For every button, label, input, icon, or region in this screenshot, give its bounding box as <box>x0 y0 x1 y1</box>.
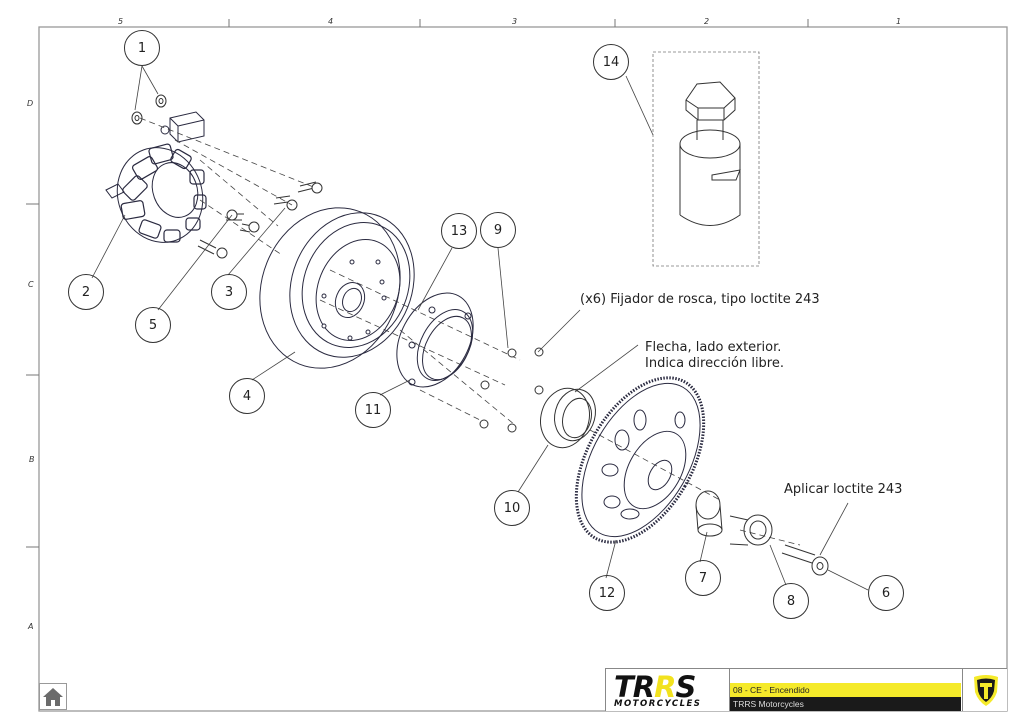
zone-col-5: 5 <box>118 17 124 26</box>
zone-row-c: C <box>28 280 34 289</box>
drawing-frame <box>38 26 1008 712</box>
stator-bolts <box>197 181 323 259</box>
trrs-logo: TRRS MOTORCYCLES <box>606 669 730 711</box>
assembly-lines <box>139 117 801 546</box>
note-arrow-line-1: Flecha, lado exterior. <box>645 340 782 355</box>
zone-col-2: 2 <box>704 17 710 26</box>
drawing-title: 08 - CE - Encendido <box>730 683 961 697</box>
callout-5: 5 <box>135 307 171 343</box>
puller-tool-part <box>679 81 741 226</box>
callout-11: 11 <box>355 392 391 428</box>
zone-row-a: A <box>28 622 34 631</box>
callout-8: 8 <box>773 583 809 619</box>
flywheel-part <box>259 207 415 369</box>
zone-col-3: 3 <box>512 17 518 26</box>
one-way-clutch-part <box>396 292 474 388</box>
callout-9: 9 <box>480 212 516 248</box>
zone-col-4: 4 <box>328 17 334 26</box>
callout-12: 12 <box>589 575 625 611</box>
tool-detail-box <box>652 51 760 267</box>
leader-lines <box>91 65 869 591</box>
drawing-company: TRRS Motorcycles <box>730 697 961 711</box>
stator-part <box>105 111 207 243</box>
callout-2: 2 <box>68 274 104 310</box>
spacer-part <box>729 514 773 546</box>
brand-mark: TRRS <box>614 670 696 704</box>
zone-col-1: 1 <box>896 17 902 26</box>
home-icon <box>43 687 63 706</box>
callout-7: 7 <box>685 560 721 596</box>
starter-bolt-part <box>781 544 829 576</box>
zone-row-b: B <box>29 455 35 464</box>
starter-gear-part <box>574 376 706 544</box>
shield-logo-icon <box>962 669 1008 711</box>
callout-4: 4 <box>229 378 265 414</box>
callout-14: 14 <box>593 44 629 80</box>
bearing-part <box>540 387 596 449</box>
note-thread-locker: (x6) Fijador de rosca, tipo loctite 243 <box>580 292 820 307</box>
callout-3: 3 <box>211 274 247 310</box>
clutch-screws <box>479 347 544 433</box>
zone-ticks <box>26 19 809 548</box>
note-arrow-line-2: Indica dirección libre. <box>645 356 785 371</box>
brand-subtitle: MOTORCYCLES <box>614 699 702 709</box>
title-block: TRRS MOTORCYCLES 08 - CE - Encendido TRR… <box>605 668 1007 711</box>
callout-10: 10 <box>494 490 530 526</box>
zone-row-d: D <box>27 99 34 108</box>
washer-parts <box>131 94 167 125</box>
bushing-part <box>695 490 723 537</box>
home-button[interactable] <box>39 683 67 710</box>
note-apply-loctite: Aplicar loctite 243 <box>784 482 903 497</box>
callout-6: 6 <box>868 575 904 611</box>
callout-1: 1 <box>124 30 160 66</box>
callout-13: 13 <box>441 213 477 249</box>
